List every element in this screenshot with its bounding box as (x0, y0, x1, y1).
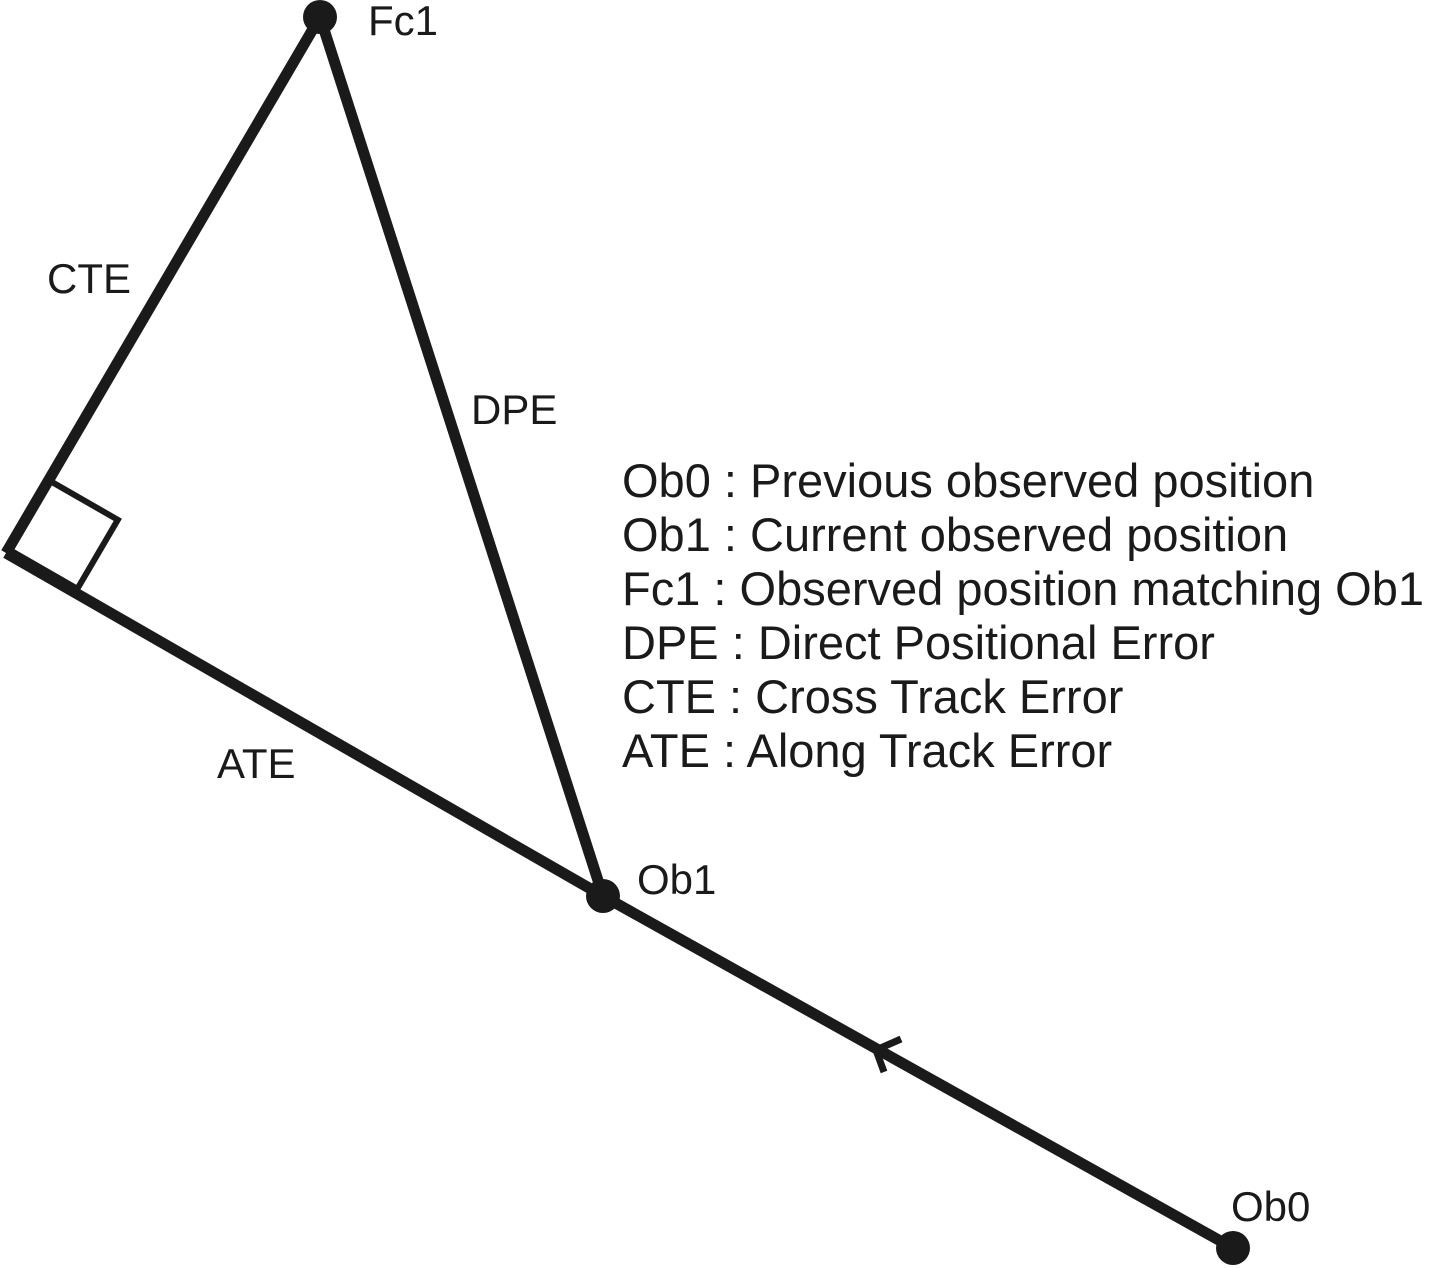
fc1-point-label: Fc1 (368, 0, 439, 44)
ob1-point (586, 879, 620, 913)
legend-line-dpe: DPE : Direct Positional Error (622, 616, 1215, 669)
legend-line-fc1: Fc1 : Observed position matching Ob1 (622, 562, 1425, 615)
cte-edge-label: CTE (47, 255, 131, 302)
dpe-edge-label: DPE (471, 386, 558, 433)
legend: Ob0 : Previous observed position Ob1 : C… (622, 454, 1424, 778)
legend-line-ate: ATE : Along Track Error (622, 724, 1113, 777)
fc1-point (303, 0, 337, 34)
direction-arrow-icon (871, 1035, 903, 1074)
ate-edge-label: ATE (217, 740, 296, 787)
dpe-line (314, 15, 609, 898)
legend-line-ob1: Ob1 : Current observed position (622, 508, 1289, 561)
ob0-point (1216, 1231, 1250, 1265)
cte-line (1, 14, 325, 556)
legend-line-ob0: Ob0 : Previous observed position (622, 454, 1315, 507)
ob0-point-label: Ob0 (1231, 1183, 1311, 1230)
right-angle-marker (3, 475, 122, 593)
ob1-point-label: Ob1 (637, 856, 717, 903)
legend-line-cte: CTE : Cross Track Error (622, 670, 1124, 723)
